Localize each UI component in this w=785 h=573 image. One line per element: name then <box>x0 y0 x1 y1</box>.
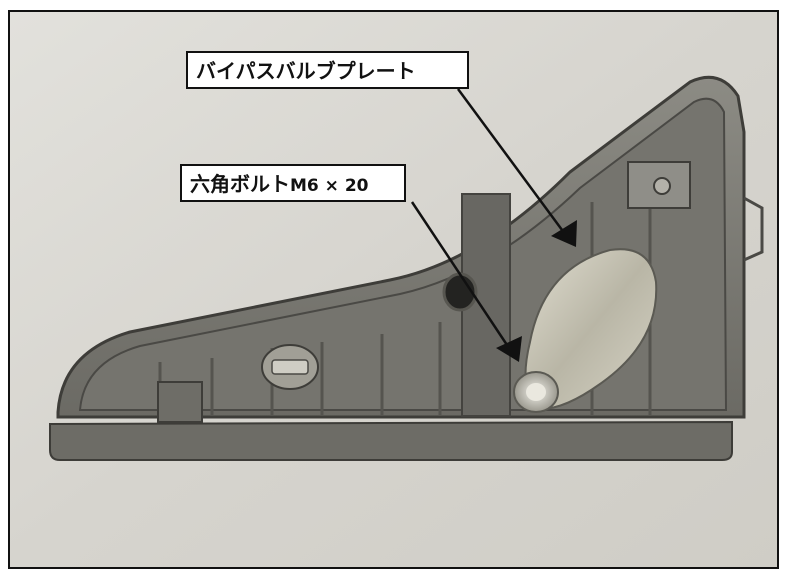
cover-foot <box>157 381 203 423</box>
bypass-valve-plate-text: バイパスバルブプレート <box>196 59 416 83</box>
photo-frame <box>8 10 779 569</box>
cover-base-rail <box>49 420 733 461</box>
hex-bolt-spec-text: M6 × 20 <box>290 176 369 196</box>
photograph-air-cleaner-cover <box>10 12 777 567</box>
hex-bolt-label: 六角ボルトM6 × 20 <box>180 164 406 202</box>
rubber-grommet <box>442 272 478 312</box>
bypass-valve-plate-label: バイパスバルブプレート <box>186 51 469 89</box>
hex-bolt-name-text: 六角ボルト <box>190 172 290 196</box>
